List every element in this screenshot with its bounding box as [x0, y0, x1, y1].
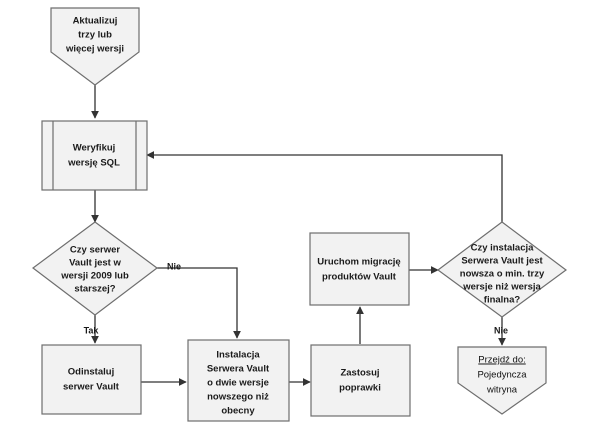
edge-labels: Nie Tak Nie [84, 261, 508, 335]
start-shape [50, 7, 140, 86]
verify-sql-label-line-1: Weryfikuj [73, 143, 116, 154]
run-migration-shape [309, 232, 410, 306]
start-label-line-2: trzy lub [78, 30, 112, 41]
decision-vault-shape [31, 221, 159, 316]
node-verify-sql[interactable]: Weryfikuj wersję SQL [41, 120, 148, 191]
decision-three-label-line-5: finalna? [484, 295, 521, 306]
decision-three-label-line-1: Czy instalacja [471, 243, 535, 254]
apply-patches-label-line-1: Zastosuj [340, 368, 379, 379]
node-uninstall-vault[interactable]: Odinstaluj serwer Vault [41, 344, 142, 415]
start-label-line-1: Aktualizuj [73, 16, 118, 27]
node-decision-vault-2009[interactable]: Czy serwer Vault jest w wersji 2009 lub … [31, 221, 159, 316]
decision-vault-label-line-4: starszej? [74, 284, 115, 295]
edge-label-decision-vault-yes: Tak [84, 325, 100, 335]
goto-single-site-label-line-1: Pojedyncza [477, 370, 527, 381]
apply-patches-shape [310, 344, 411, 417]
verify-sql-label-line-2: wersję SQL [67, 158, 120, 169]
node-install-vault[interactable]: Instalacja Serwera Vault o dwie wersje n… [187, 339, 290, 422]
verify-sql-shape [41, 120, 148, 191]
install-vault-shape [187, 339, 290, 422]
decision-vault-label-line-3: wersji 2009 lub [60, 271, 129, 282]
uninstall-vault-label-line-1: Odinstaluj [68, 367, 114, 378]
node-run-migration[interactable]: Uruchom migrację produktów Vault [309, 232, 410, 306]
install-vault-label-line-1: Instalacja [216, 350, 260, 361]
goto-single-site-shape [457, 346, 547, 415]
edge-label-decision-vault-no: Nie [167, 261, 181, 271]
edge-decision-vault-no [157, 267, 241, 339]
edge-decision-three-yes-loopback [146, 151, 503, 222]
decision-three-shape [436, 221, 568, 318]
install-vault-label-line-5: obecny [221, 406, 255, 417]
uninstall-vault-shape [41, 344, 142, 415]
node-apply-patches[interactable]: Zastosuj poprawki [310, 344, 411, 417]
node-goto-single-site[interactable]: Przejdź do: Pojedyncza witryna [457, 346, 547, 415]
decision-vault-label-line-1: Czy serwer [70, 245, 120, 256]
node-decision-three-versions[interactable]: Czy instalacja Serwera Vault jest nowsza… [436, 221, 568, 318]
install-vault-label-line-3: o dwie wersje [207, 378, 269, 389]
decision-vault-label-line-2: Vault jest w [69, 258, 121, 269]
start-label-line-3: więcej wersji [65, 44, 124, 55]
decision-three-label-line-3: nowsza o min. trzy [460, 269, 545, 280]
apply-patches-label-line-2: poprawki [339, 383, 381, 394]
connectors [91, 85, 506, 386]
install-vault-label-line-2: Serwera Vault [207, 364, 270, 375]
decision-three-label-line-4: wersje niż wersja [462, 282, 541, 293]
edge-label-decision-three-no: Nie [494, 325, 508, 335]
uninstall-vault-label-line-2: serwer Vault [63, 382, 120, 393]
run-migration-label-line-1: Uruchom migrację [317, 257, 400, 268]
install-vault-label-line-4: nowszego niż [207, 392, 269, 403]
node-start[interactable]: Aktualizuj trzy lub więcej wersji [50, 7, 140, 86]
run-migration-label-line-2: produktów Vault [322, 272, 397, 283]
goto-single-site-label-line-2: witryna [486, 385, 518, 396]
goto-single-site-link-label[interactable]: Przejdź do: [478, 355, 526, 366]
decision-three-label-line-2: Serwera Vault jest [461, 256, 543, 267]
